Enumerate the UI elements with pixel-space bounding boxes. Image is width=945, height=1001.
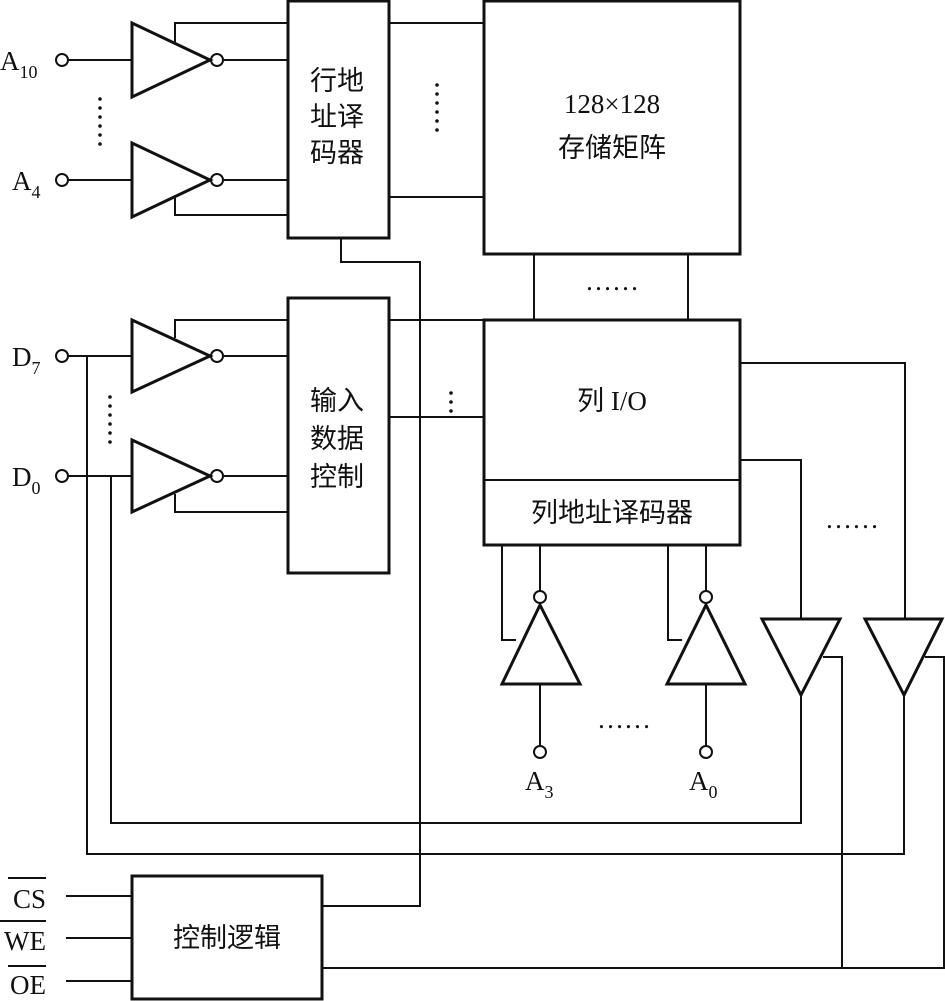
memory-array-size: 128×128 xyxy=(564,89,660,119)
input-label-we: WE xyxy=(4,926,46,956)
input-label-oe: OE xyxy=(10,970,46,1000)
control-to-row-decoder-wire xyxy=(322,238,421,907)
memory-array-block xyxy=(482,0,742,256)
column-io-label: 列 I/O xyxy=(577,386,647,416)
ellipsis-output-buffers: …… xyxy=(825,504,879,534)
input-data-control-label-2: 数据 xyxy=(310,424,364,454)
input-data-control-label-3: 控制 xyxy=(310,462,364,492)
row-decoder-label-2: 址译 xyxy=(310,102,364,132)
output-feedback-d7 xyxy=(86,356,905,855)
column-address-buffer-a3 xyxy=(499,545,583,759)
input-data-control-block xyxy=(286,296,391,575)
input-data-control-label-1: 输入 xyxy=(310,386,364,416)
row-decoder-label-3: 码器 xyxy=(310,138,364,168)
input-label-a4: A4 xyxy=(12,166,41,202)
input-label-cs: CS xyxy=(13,884,46,914)
output-line-d0 xyxy=(740,459,802,619)
input-label-a0: A0 xyxy=(689,766,718,802)
input-label-d7: D7 xyxy=(12,342,41,378)
output-buffer-d7 xyxy=(862,617,945,699)
ellipsis-bit-lines: …… xyxy=(585,266,639,296)
row-address-buffer-a4 xyxy=(55,140,288,220)
output-feedback-d0 xyxy=(110,476,802,824)
column-address-buffer-a0 xyxy=(664,545,748,759)
data-input-buffer-d0 xyxy=(55,437,288,515)
vertical-ellipsis-data-lines xyxy=(449,391,453,413)
enable-line-output-buffers xyxy=(322,656,945,969)
data-input-buffer-d7 xyxy=(55,317,288,395)
memory-array-label: 存储矩阵 xyxy=(558,133,666,163)
vertical-ellipsis-data-inputs xyxy=(108,395,112,444)
control-logic-label: 控制逻辑 xyxy=(173,923,281,953)
row-address-buffer-a10 xyxy=(55,20,288,100)
output-buffer-d0 xyxy=(759,617,843,699)
column-decoder-label: 列地址译码器 xyxy=(531,498,693,528)
ellipsis-column-inputs: …… xyxy=(597,704,651,734)
output-line-d7 xyxy=(740,362,906,619)
vertical-ellipsis-word-lines xyxy=(435,83,439,132)
input-label-a10: A10 xyxy=(0,46,38,82)
control-logic-block xyxy=(130,874,324,1001)
input-label-d0: D0 xyxy=(12,462,41,498)
vertical-ellipsis-row-inputs xyxy=(98,97,102,146)
enable-line-buffer-d0 xyxy=(823,656,843,968)
input-label-a3: A3 xyxy=(525,766,554,802)
row-decoder-label-1: 行地 xyxy=(310,66,364,96)
column-io-block xyxy=(482,318,742,547)
row-decoder-block xyxy=(286,0,391,240)
